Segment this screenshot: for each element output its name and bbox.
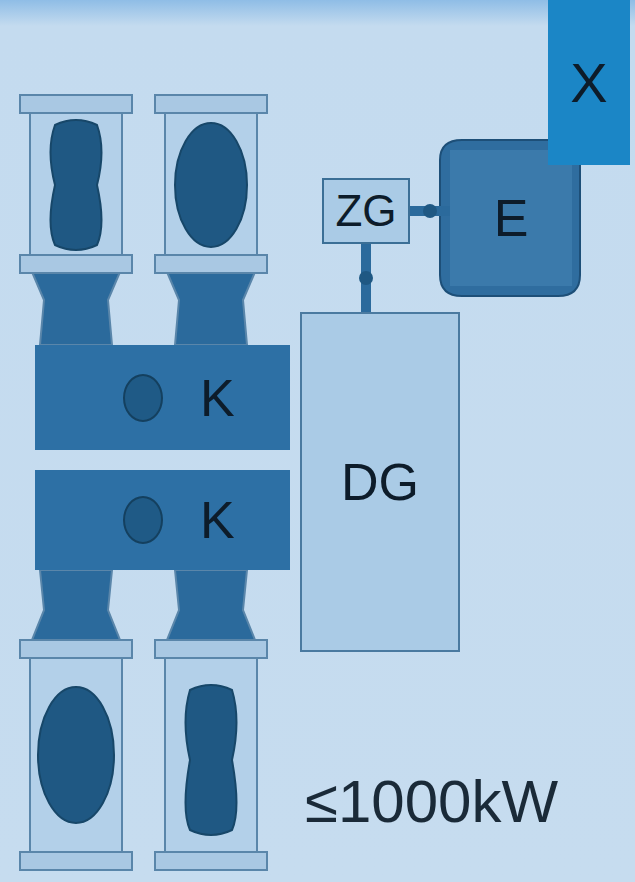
- gearbox-main: DG: [300, 312, 460, 652]
- shaft: [410, 204, 450, 218]
- power-rating: ≤1000kW: [305, 772, 558, 832]
- motor-box: E: [450, 150, 572, 286]
- gearbox-box: ZG: [322, 178, 410, 244]
- node-label: DG: [341, 456, 419, 508]
- shaft-hole: [123, 374, 163, 422]
- node-label: X: [570, 55, 607, 111]
- label-box: X: [548, 0, 630, 165]
- compressor-bar: K: [35, 470, 290, 570]
- node-label: E: [494, 192, 529, 244]
- shaft-hole: [123, 496, 163, 544]
- node-label: K: [200, 372, 235, 424]
- node-label: K: [200, 494, 235, 546]
- node-label: ZG: [335, 189, 396, 233]
- compressor-bar: K: [35, 345, 290, 450]
- shaft: [359, 244, 373, 312]
